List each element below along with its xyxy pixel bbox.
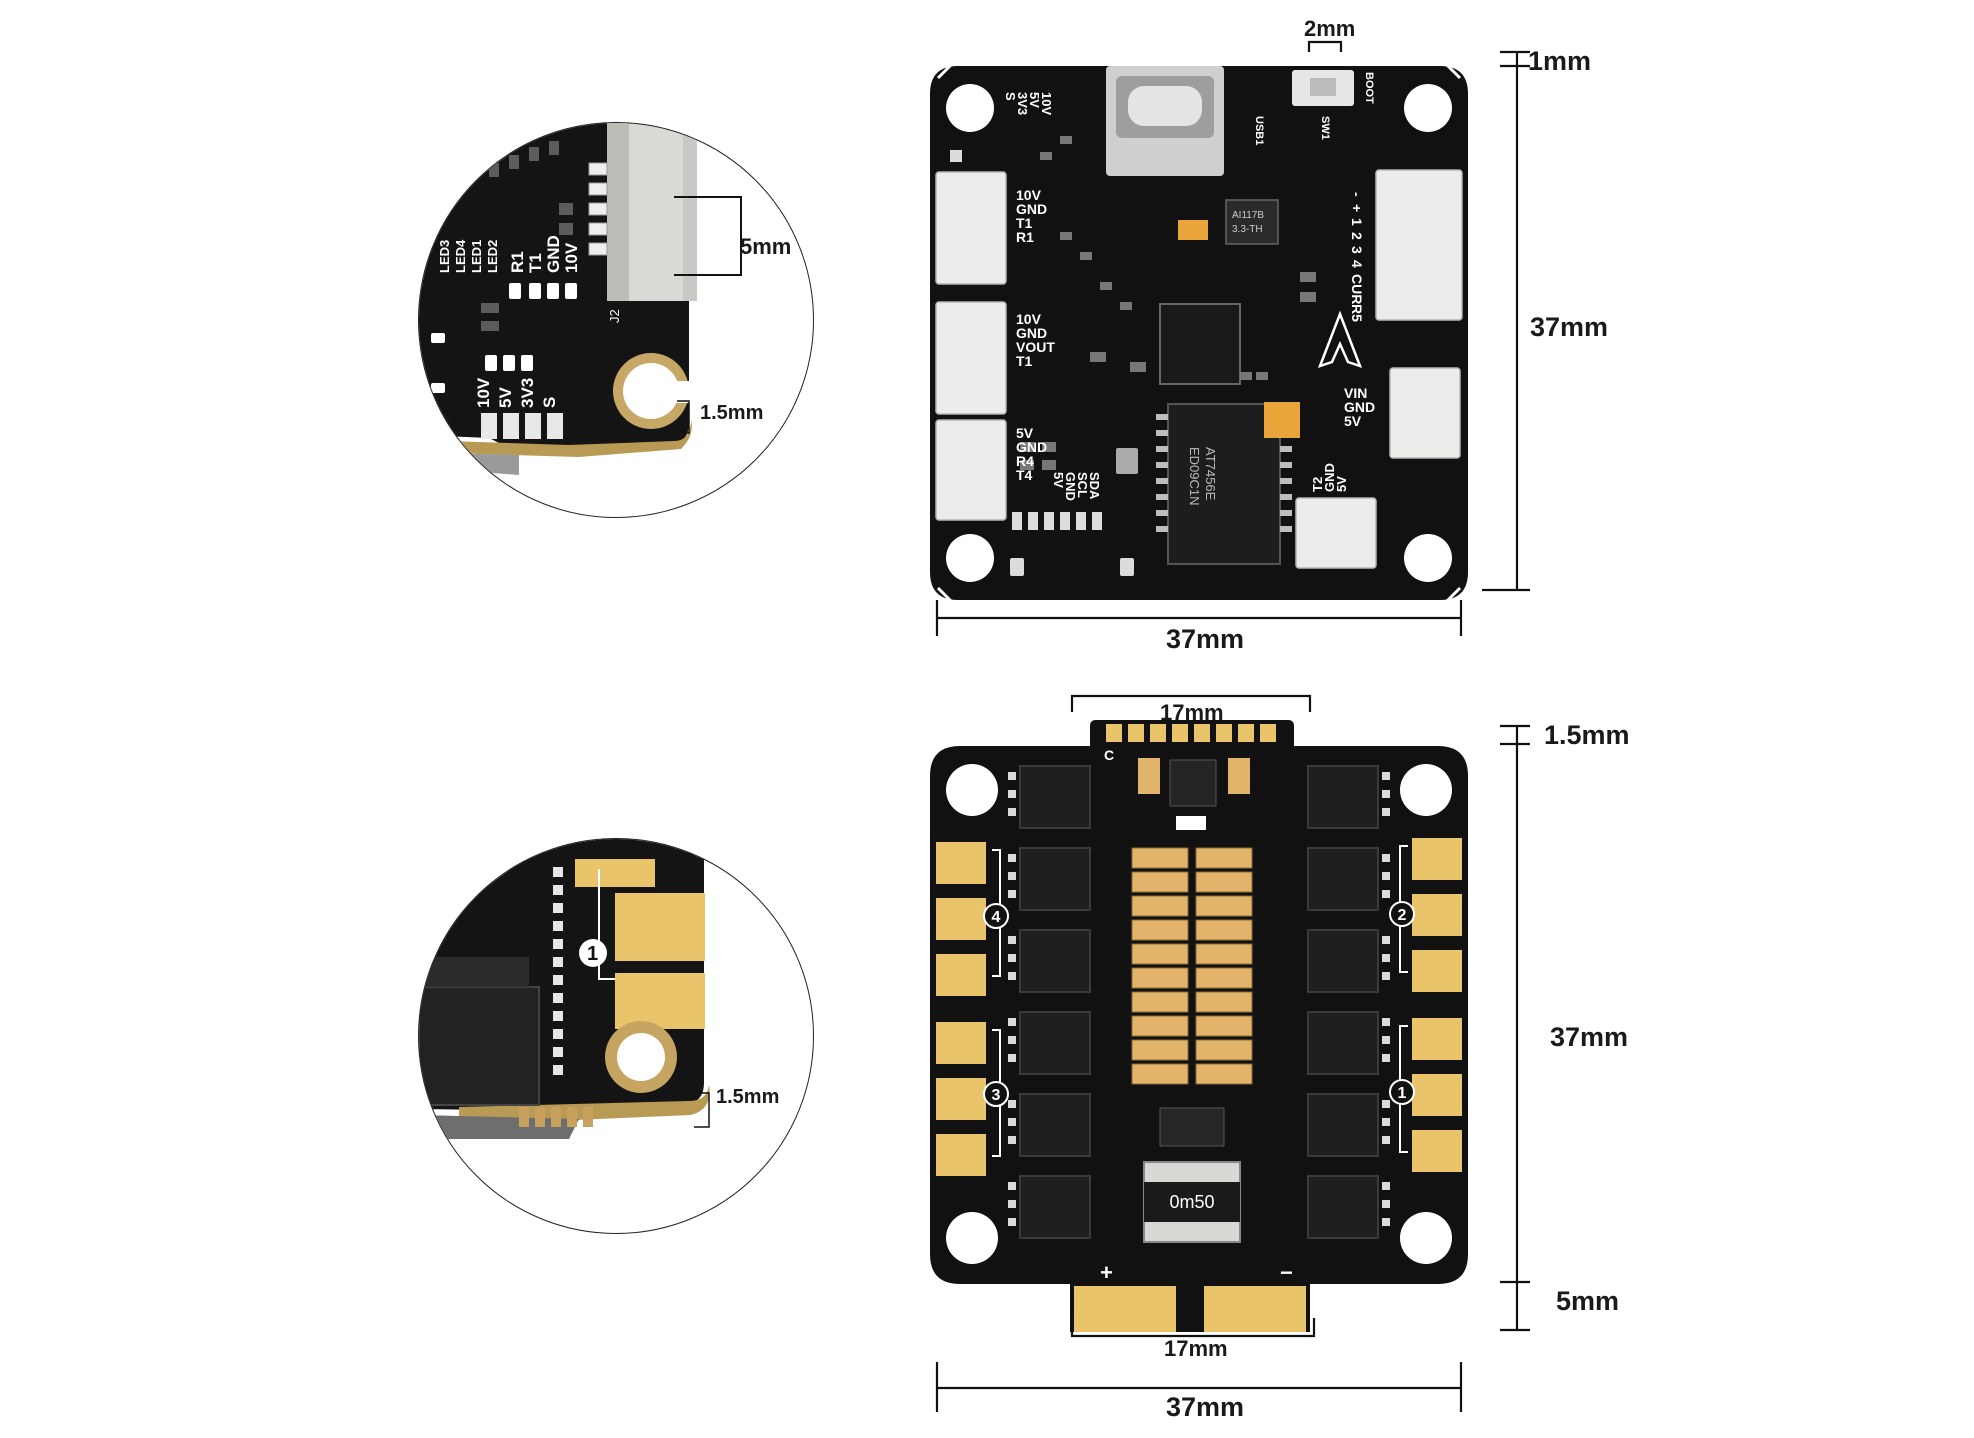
fc-j2-pin-2: GND xyxy=(1016,201,1047,217)
fc-j2-pin-1: 10V xyxy=(1016,187,1042,203)
fc-j6-pin-2: GND xyxy=(1344,399,1375,415)
esc-motor-label-4: 4 xyxy=(992,909,1001,926)
esc-c-label: C xyxy=(1104,747,1114,763)
fc-j3-pin-5: 3 xyxy=(1349,246,1365,254)
esc-dim-top-tab-height: 1.5mm xyxy=(1544,720,1630,750)
zoom-pin-label-3: T1 xyxy=(526,253,545,273)
fc-reg-label-1: AI117B xyxy=(1232,210,1264,221)
esc-shunt-label: 0m50 xyxy=(1169,1192,1214,1212)
esc-dim-bottom-tab-height: 5mm xyxy=(1556,1286,1620,1316)
fc-top-pin-1: 10V xyxy=(1039,92,1054,115)
esc-board: 4 3 2 1 xyxy=(920,706,1480,1336)
fc-j8-pin-3: 5V xyxy=(1334,476,1349,492)
fc-zoom-circle: 10V GND T1 R1 LED3 LED4 LED1 LED2 10V 5V… xyxy=(418,122,814,518)
fc-j3-pin-4: 2 xyxy=(1349,232,1365,240)
zoom-pin-label-1: 10V xyxy=(562,242,581,273)
fc-top-pin-3: 3V3 xyxy=(1015,92,1030,115)
fc-boot-label: BOOT xyxy=(1363,72,1375,104)
fc-top-pin-4: S xyxy=(1003,92,1018,101)
esc-zoom-dim-board-thickness: 1.5mm xyxy=(716,1086,780,1108)
zoom-led-label-2: LED4 xyxy=(453,239,468,273)
fc-j2-pin-4: R1 xyxy=(1016,229,1034,245)
esc-zoom-circle: 1 xyxy=(418,838,814,1234)
fc-top-pin-2: 5V xyxy=(1027,92,1042,108)
zoom-pin-label-4: R1 xyxy=(508,251,527,273)
fc-j3-pin-1: - xyxy=(1349,192,1365,197)
fc-j5-pin-4: T4 xyxy=(1016,467,1033,483)
zoom-bottom-pin-4: S xyxy=(540,397,559,408)
esc-dim-height: 37mm xyxy=(1550,1022,1629,1052)
esc-minus-label: − xyxy=(1280,1260,1293,1285)
fc-j8-pin-1: T2 xyxy=(1310,477,1325,492)
fc-j6-pin-1: VIN xyxy=(1344,385,1367,401)
fc-usb-label: USB1 xyxy=(1253,116,1265,145)
fc-main-chip-label-1: AT7456E xyxy=(1203,447,1218,501)
fc-j5-pin-1: 5V xyxy=(1016,425,1034,441)
fc-j4-pin-4: T1 xyxy=(1016,353,1033,369)
esc-zoom-photo: 1 xyxy=(419,839,710,1139)
fc-j4-pin-3: VOUT xyxy=(1016,339,1055,355)
zoom-bottom-pin-3: 3V3 xyxy=(518,378,537,408)
esc-motor-label-2: 2 xyxy=(1398,907,1407,924)
fc-bottom-pin-4: SDA xyxy=(1087,472,1102,500)
fc-j3-pin-7: CUR xyxy=(1349,274,1365,304)
fc-j4-pin-2: GND xyxy=(1016,325,1047,341)
fc-zoom-photo: 10V GND T1 R1 LED3 LED4 LED1 LED2 10V 5V… xyxy=(419,123,742,475)
fc-bottom-pin-1: 5V xyxy=(1051,472,1066,488)
zoom-led-label-1: LED3 xyxy=(437,240,452,273)
fc-j8-pin-2: GND xyxy=(1322,463,1337,492)
zoom-led-label-4: LED2 xyxy=(485,240,500,273)
fc-dim-width: 37mm xyxy=(1166,624,1245,654)
fc-j3-pin-2: + xyxy=(1349,204,1365,212)
fc-sw-label: SW1 xyxy=(1319,116,1331,140)
fc-dim-height: 37mm xyxy=(1530,312,1609,342)
fc-j5-pin-3: R4 xyxy=(1016,453,1034,469)
zoom-bottom-pin-2: 5V xyxy=(496,387,515,408)
fc-j4-pin-1: 10V xyxy=(1016,311,1042,327)
esc-dim-top-tab-width: 17mm xyxy=(1160,700,1224,725)
esc-dim-bottom-tab-width: 17mm xyxy=(1164,1336,1228,1361)
zoom-led-label-3: LED1 xyxy=(469,240,484,273)
fc-j5-pin-2: GND xyxy=(1016,439,1047,455)
fc-bottom-pin-2: GND xyxy=(1063,472,1078,501)
fc-zoom-dim-connector-height: 5mm xyxy=(740,234,792,259)
fc-main-chip-label-2: ED09C1N xyxy=(1187,447,1202,506)
zoom-pin-label-2: GND xyxy=(544,235,563,273)
esc-zoom-motor-number: 1 xyxy=(587,943,598,965)
zoom-bottom-pin-1: 10V xyxy=(474,377,493,408)
fc-j3-pin-8: R5 xyxy=(1349,304,1365,322)
esc-motor-label-1: 1 xyxy=(1398,1085,1407,1102)
fc-j3-pin-6: 4 xyxy=(1349,260,1365,268)
fc-dim-button-width: 2mm xyxy=(1304,16,1356,41)
fc-board: AT7456E ED09C1N AI117B 3.3-TH xyxy=(920,52,1480,612)
fc-j2-pin-3: T1 xyxy=(1016,215,1033,231)
esc-motor-label-3: 3 xyxy=(992,1087,1001,1104)
esc-plus-label: + xyxy=(1100,1260,1113,1285)
fc-j3-pin-3: 1 xyxy=(1349,218,1365,226)
fc-reg-label-2: 3.3-TH xyxy=(1232,224,1263,235)
fc-j6-pin-3: 5V xyxy=(1344,413,1362,429)
esc-dim-width: 37mm xyxy=(1166,1392,1245,1422)
fc-bottom-pin-3: SCL xyxy=(1075,472,1090,498)
zoom-connector-label: J2 xyxy=(607,309,622,323)
fc-zoom-dim-board-thickness: 1.5mm xyxy=(700,402,764,424)
fc-dim-thickness: 1mm xyxy=(1528,46,1592,76)
